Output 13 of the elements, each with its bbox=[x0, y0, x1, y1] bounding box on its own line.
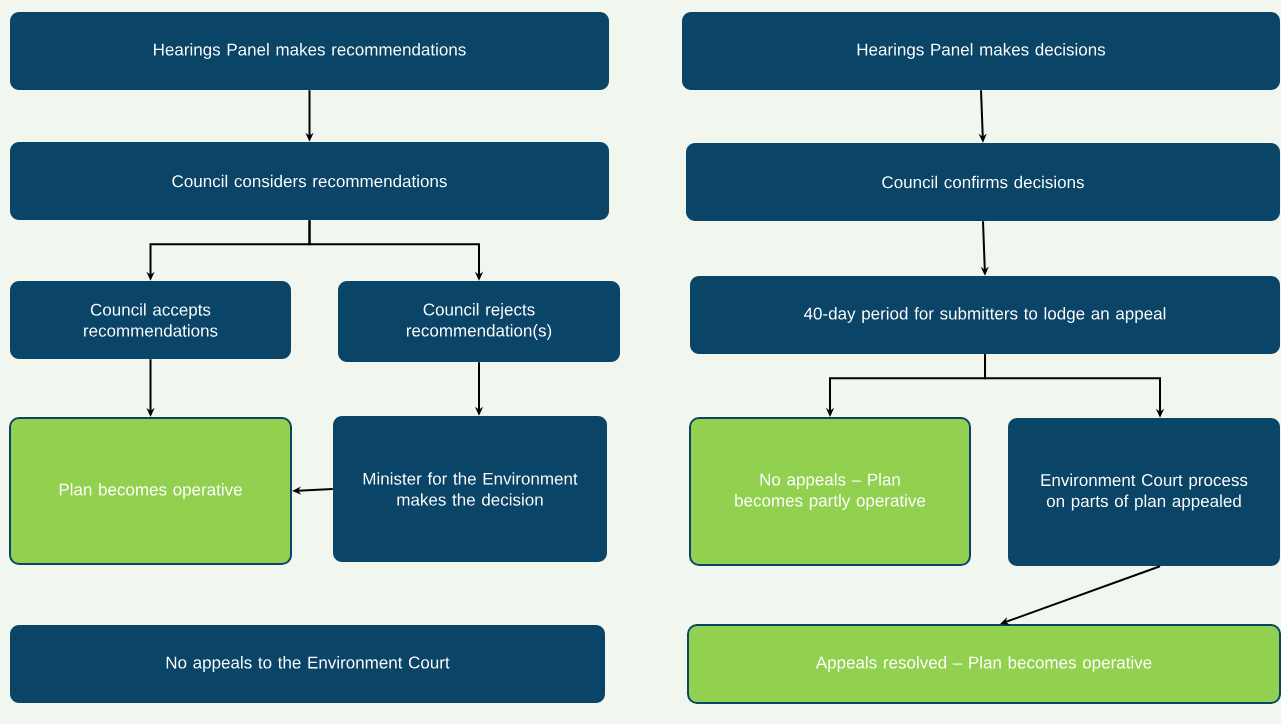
outcome-box: No appeals – Plan becomes partly operative bbox=[689, 417, 971, 566]
process-box: Hearings Panel makes recommendations bbox=[10, 12, 609, 90]
process-box: Council accepts recommendations bbox=[10, 281, 291, 359]
process-box: Environment Court process on parts of plan appealed bbox=[1008, 418, 1280, 566]
outcome-box: Plan becomes operative bbox=[9, 417, 292, 565]
process-box: Minister for the Environment makes the decision bbox=[333, 416, 607, 562]
process-box: Council rejects recommendation(s) bbox=[338, 281, 620, 362]
process-box: No appeals to the Environment Court bbox=[10, 625, 605, 703]
process-box: Hearings Panel makes decisions bbox=[682, 12, 1280, 90]
process-box: Council considers recommendations bbox=[10, 142, 609, 220]
process-box: Council confirms decisions bbox=[686, 143, 1280, 221]
outcome-box: Appeals resolved – Plan becomes operative bbox=[687, 624, 1281, 704]
process-box: 40-day period for submitters to lodge an appeal bbox=[690, 276, 1280, 354]
